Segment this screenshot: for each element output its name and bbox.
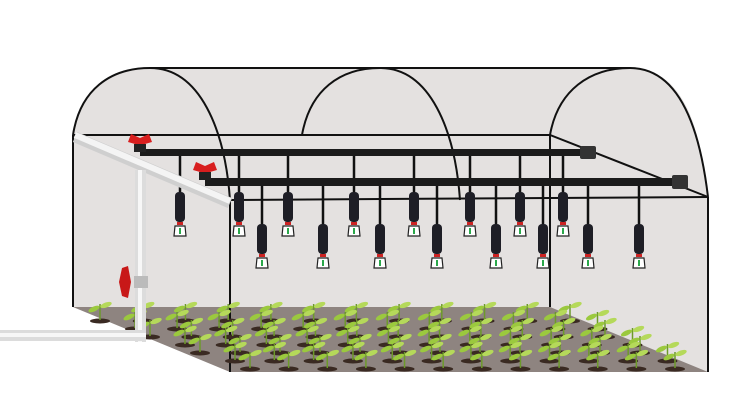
seedling-icon bbox=[393, 349, 417, 372]
seedling-icon bbox=[277, 349, 301, 372]
seedling-icon bbox=[431, 349, 455, 372]
seedlings bbox=[88, 301, 687, 372]
seedling-icon bbox=[547, 349, 571, 372]
seedling-icon bbox=[624, 349, 649, 372]
seedling-icon bbox=[470, 349, 494, 372]
mist-sprinkler-icon bbox=[536, 186, 550, 269]
seedling-icon bbox=[663, 349, 687, 372]
front-pipe bbox=[205, 178, 675, 186]
seedling-icon bbox=[388, 333, 412, 356]
seedling-icon bbox=[348, 333, 372, 356]
mist-sprinkler-icon bbox=[489, 186, 503, 269]
mist-sprinkler-icon bbox=[255, 186, 269, 269]
seedling-icon bbox=[223, 341, 247, 364]
valve-icon bbox=[128, 134, 217, 180]
seedling-icon bbox=[238, 349, 262, 372]
mist-sprinkler-icon bbox=[316, 186, 330, 269]
seedling-icon bbox=[508, 349, 533, 372]
seedling-icon bbox=[88, 301, 112, 324]
seedling-icon bbox=[417, 325, 441, 348]
mist-sprinkler-icon bbox=[430, 186, 444, 269]
seedling-icon bbox=[498, 341, 522, 364]
seedling-icon bbox=[354, 349, 378, 372]
front-pipe-cap bbox=[672, 175, 688, 189]
seedling-icon bbox=[380, 341, 404, 364]
supply-valve-icon bbox=[119, 266, 148, 298]
seedling-icon bbox=[188, 333, 212, 356]
mist-sprinkler-icon bbox=[463, 156, 477, 237]
white-supply-pipe bbox=[0, 131, 233, 342]
seedling-icon bbox=[315, 349, 339, 372]
mist-sprinkler-icon bbox=[373, 186, 387, 269]
seedling-icon bbox=[586, 349, 610, 372]
back-pipe-cap bbox=[580, 146, 596, 159]
seedling-icon bbox=[459, 341, 483, 364]
back-pipe bbox=[140, 149, 585, 156]
black-pipes bbox=[140, 146, 688, 189]
mist-sprinkler-icon bbox=[581, 186, 595, 269]
mist-sprinkler-icon bbox=[632, 186, 646, 269]
mist-sprinkler-icon bbox=[281, 156, 295, 237]
